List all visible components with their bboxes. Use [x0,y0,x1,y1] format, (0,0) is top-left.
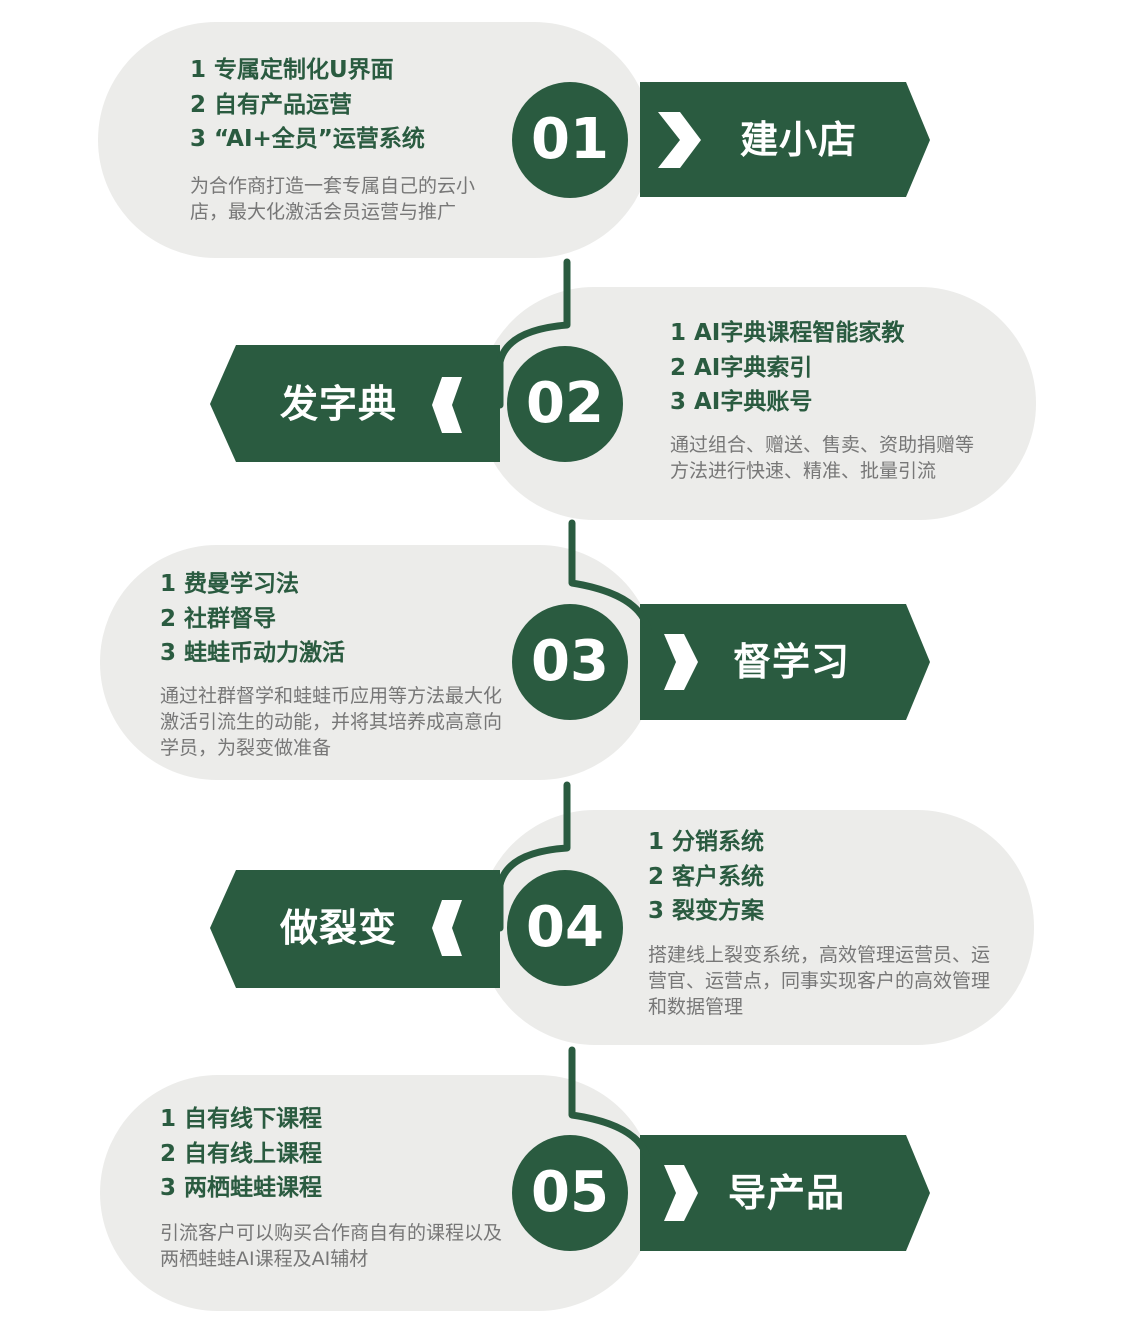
step-3-circle [512,604,628,720]
step-5-banner [640,1135,930,1251]
step-1-item-2: 2 自有产品运营 [190,91,353,118]
step-2-title: 发字典 [280,382,398,426]
step-4-banner [210,870,500,988]
step-1-item-3: 3 “AI+全员”运营系统 [190,126,425,152]
step-5-circle [512,1135,628,1251]
step-3-item-3: 3 蛙蛙币动力激活 [160,640,346,666]
step-1-banner [640,82,930,197]
step-1-items: 1 专属定制化U界面 2 自有产品运营 3 “AI+全员”运营系统 [190,53,425,157]
step-3-item-1: 1 费曼学习法 [160,571,300,597]
step-2-description: 通过组合、赠送、售卖、资助捐赠等方法进行快速、精准、批量引流 [670,434,975,482]
connector-4-5 [568,1046,676,1197]
step-3-pill [100,545,656,780]
step-2-circle [507,346,623,462]
step-1-title: 建小店 [740,118,858,162]
step-4-item-1: 1 分销系统 [648,829,765,855]
step-2-items: 1 AI字典课程智能家教 2 AI字典索引 3 AI字典账号 [670,316,904,420]
step-4-item-3: 3 裂变方案 [648,898,765,924]
step-2-item-1: 1 AI字典课程智能家教 [670,320,905,346]
arrow-right-icon [664,634,698,690]
step-5-description: 引流客户可以购买合作商自有的课程以及两栖蛙蛙AI课程及AI辅材 [160,1222,503,1270]
step-5-items: 1 自有线下课程 2 自有线上课程 3 两栖蛙蛙课程 [160,1102,322,1206]
step-2-item-3: 3 AI字典账号 [670,389,813,415]
step-5-number: 05 [531,1160,609,1225]
step-4-description: 搭建线上裂变系统，高效管理运营员、运营官、运营点，同事实现客户的高效管理和数据管… [648,944,991,1018]
step-1-circle [512,82,628,198]
step-3-banner [640,604,930,720]
step-4-item-2: 2 客户系统 [648,863,765,890]
step-5-item-3: 3 两栖蛙蛙课程 [160,1175,323,1201]
chevron-right-icon [658,112,701,168]
connector-1-2 [468,258,571,409]
step-3-items: 1 费曼学习法 2 社群督导 3 蛙蛙币动力激活 [160,567,345,671]
step-2-banner [210,345,500,462]
step-4-number: 04 [526,895,604,960]
step-3-item-2: 2 社群督导 [160,605,277,632]
step-4-items: 1 分销系统 2 客户系统 3 裂变方案 [648,825,764,929]
step-1-item-1: 1 专属定制化U界面 [190,57,394,83]
step-4-pill [478,810,1034,1045]
step-1-description: 为合作商打造一套专属自己的云小店，最大化激活会员运营与推广 [190,175,476,223]
step-5-item-1: 1 自有线下课程 [160,1106,323,1132]
arrow-right-icon [664,1165,698,1221]
step-1-number: 01 [531,107,609,172]
connector-3-4 [468,781,571,932]
arrow-left-icon [432,377,462,433]
step-3-description: 通过社群督学和蛙蛙币应用等方法最大化激活引流生的动能，并将其培养成高意向学员，为… [160,685,503,759]
connector-2-3 [568,519,676,666]
step-3-number: 03 [531,629,609,694]
step-5-title: 导产品 [728,1171,846,1215]
step-4-title: 做裂变 [280,906,398,950]
step-3-title: 督学习 [733,640,851,684]
arrow-left-icon [432,900,462,956]
step-5-item-2: 2 自有线上课程 [160,1140,323,1167]
step-1-pill [98,22,652,258]
step-2-number: 02 [526,371,604,436]
step-4-circle [507,870,623,986]
step-2-pill [478,287,1036,520]
step-2-item-2: 2 AI字典索引 [670,354,813,381]
step-5-pill [100,1075,656,1311]
